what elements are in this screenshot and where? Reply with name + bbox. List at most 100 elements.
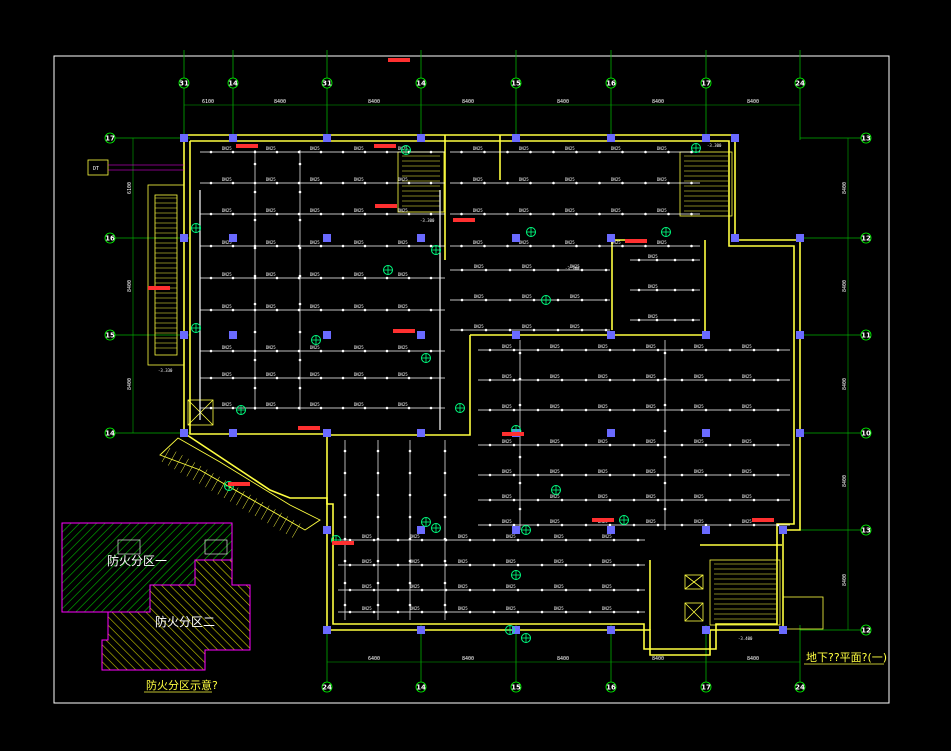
axis-bubble-circle <box>794 77 806 89</box>
column <box>323 429 331 437</box>
sprinkler-head <box>376 581 380 585</box>
sprinkler-head <box>298 246 302 250</box>
pipe-size-label: DN25 <box>362 559 372 564</box>
pipe-size-label: DN25 <box>694 494 704 499</box>
dimension-text: 8400 <box>842 378 848 390</box>
sprinkler-head <box>407 181 411 185</box>
sprinkler-head <box>253 190 257 194</box>
sprinkler-head <box>297 212 301 216</box>
sprinkler-head <box>341 376 345 380</box>
sprinkler-head <box>540 538 544 542</box>
pipe-size-label: DN25 <box>565 240 575 245</box>
pipe-size-label: DN25 <box>410 559 420 564</box>
pipe-size-label: DN25 <box>598 439 608 444</box>
pipe-size-label: DN25 <box>354 146 364 151</box>
hydrant-circle <box>511 570 521 580</box>
sprinkler-head <box>319 181 323 185</box>
sprinkler-head <box>512 378 516 382</box>
pipe-size-label: DN25 <box>502 519 512 524</box>
sprinkler-head <box>407 406 411 410</box>
sprinkler-head <box>468 538 472 542</box>
column <box>323 234 331 242</box>
axis-bubble-circle <box>510 681 522 693</box>
sprinkler-head <box>752 498 756 502</box>
alarm-tag <box>332 541 354 545</box>
sprinkler-head <box>691 288 695 292</box>
pipe-size-label: DN25 <box>502 494 512 499</box>
axis-bubble: 13 <box>860 524 872 536</box>
sprinkler-head <box>231 276 235 280</box>
pipe-size-label: DN25 <box>506 559 516 564</box>
dimension-text: 8400 <box>274 99 286 105</box>
sprinkler-head <box>376 493 380 497</box>
sprinkler-head <box>253 181 257 185</box>
sprinkler-head <box>275 181 279 185</box>
hydrant-symbol <box>521 633 531 643</box>
sprinkler-head <box>608 378 612 382</box>
pipe-size-label: DN25 <box>565 177 575 182</box>
column <box>607 526 615 534</box>
sprinkler-head <box>343 603 347 607</box>
pipe-size-label: DN25 <box>266 402 276 407</box>
sprinkler-head <box>343 493 347 497</box>
pipe-size-label: DN25 <box>657 208 667 213</box>
axis-bubble: 14 <box>415 77 427 89</box>
pipe-size-label: DN25 <box>694 469 704 474</box>
pipe-size-label: DN25 <box>742 439 752 444</box>
hydrant-symbol <box>311 335 321 345</box>
sprinkler-head <box>598 212 601 216</box>
column <box>731 134 739 142</box>
pipe-size-label: DN25 <box>310 177 320 182</box>
sprinkler-head <box>663 377 667 381</box>
pipe-size-label: DN25 <box>694 374 704 379</box>
pipe-size-label: DN25 <box>648 284 658 289</box>
pipe-size-label: DN25 <box>554 534 564 539</box>
pipe-size-label: DN25 <box>458 559 468 564</box>
sprinkler-head <box>488 348 492 352</box>
pipe-size-label: DN25 <box>602 584 612 589</box>
sprinkler-head <box>298 162 302 166</box>
sprinkler-head <box>552 150 555 154</box>
sprinkler-head <box>348 588 352 592</box>
pipe-size-label: DN25 <box>266 304 276 309</box>
sprinkler-head <box>632 498 636 502</box>
sprinkler-head <box>560 348 564 352</box>
sprinkler-head <box>728 378 732 382</box>
pipe-size-label: DN25 <box>458 534 468 539</box>
stair-tread <box>186 462 196 477</box>
dimension-text: 8400 <box>127 378 133 390</box>
axis-bubble: 24 <box>321 681 333 693</box>
axis-bubble-circle <box>860 132 872 144</box>
sprinkler-head <box>604 328 608 332</box>
pipe-size-label: DN25 <box>398 208 408 213</box>
column <box>180 234 188 242</box>
column <box>796 331 804 339</box>
hydrant-symbol <box>619 515 629 525</box>
sprinkler-head <box>752 348 756 352</box>
sprinkler-head <box>488 473 492 477</box>
sprinkler-head <box>376 559 380 563</box>
sprinkler-head <box>231 181 235 185</box>
column <box>607 234 615 242</box>
pipe-size-label: DN25 <box>554 584 564 589</box>
sprinkler-head <box>341 308 345 312</box>
column <box>323 134 331 142</box>
sprinkler-head <box>341 150 345 154</box>
dimension-text: 8400 <box>368 99 380 105</box>
sprinkler-head <box>443 493 447 497</box>
sprinkler-head <box>341 181 345 185</box>
sprinkler-head <box>518 481 522 485</box>
column <box>323 331 331 339</box>
level-mark: -3.400 <box>738 636 753 641</box>
hydrant-symbol <box>421 353 431 363</box>
pipe-size-label: DN25 <box>222 372 232 377</box>
pipe-size-label: DN25 <box>598 344 608 349</box>
pipe-size-label: DN25 <box>398 304 408 309</box>
sprinkler-head <box>385 349 389 353</box>
dimension-text: 8400 <box>842 574 848 586</box>
axis-bubble-label: 14 <box>228 80 238 88</box>
column <box>229 134 237 142</box>
dimension-text: 8400 <box>557 99 569 105</box>
drawing-title-block: 地下??平面?(一) <box>804 651 887 665</box>
